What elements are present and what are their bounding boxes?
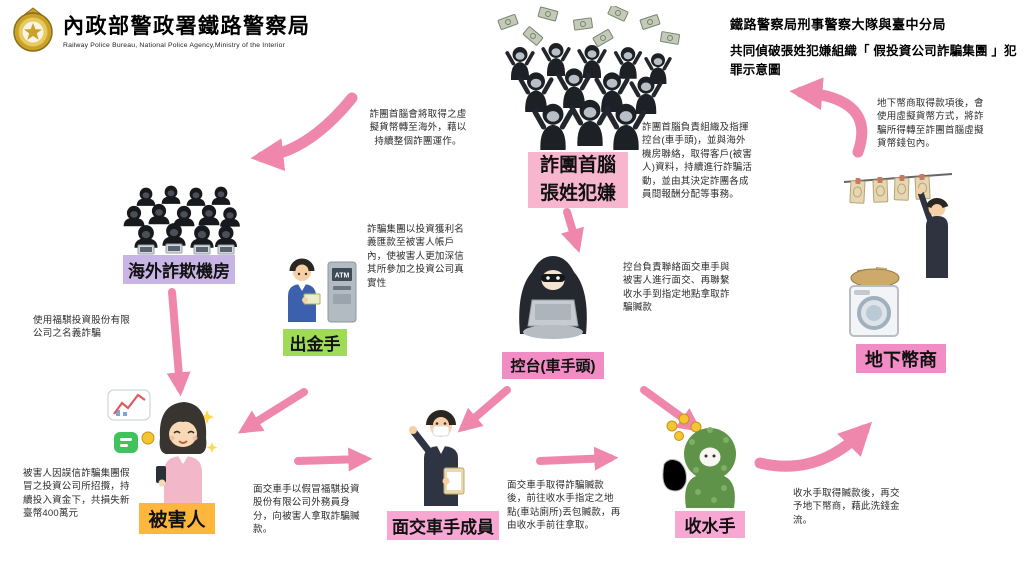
face-mask-icon	[432, 425, 450, 437]
document-folder-icon	[443, 467, 465, 495]
arrow-collector-to-dealer	[754, 421, 873, 472]
title-line-2: 共同偵破張姓犯嫌組織「 假投資公司詐騙集團 」犯罪示意圖	[730, 44, 1017, 77]
arrow-withdrawer-to-victim	[237, 388, 308, 434]
label-overseas-scam-room: 海外詐欺機房	[123, 255, 235, 284]
label-victim: 被害人	[139, 503, 215, 534]
coin-icon	[141, 431, 155, 445]
overseas-scam-room-illustration	[123, 185, 240, 255]
annotation-fake-company: 使用福騏投資股份有限公司之名義詐騙	[33, 315, 131, 340]
atm-label: ATM	[335, 273, 350, 280]
agency-name-zh: 內政部警政署鐵路警察局	[63, 14, 311, 38]
eye-mask-icon	[541, 274, 565, 282]
ring-leader-line2: 張姓犯嫌	[539, 183, 616, 204]
washing-machine-icon	[849, 285, 899, 337]
label-collector: 收水手	[675, 511, 745, 538]
annotation-boss-transfer: 詐團首腦會將取得之虛擬貨幣轉至海外，藉以持續整個詐團運作。	[369, 109, 467, 147]
chart-bubble-icon	[107, 389, 151, 421]
arrow-dealer-to-boss	[789, 77, 868, 158]
annotation-courier-role: 面交車手以假冒福騏投資股份有限公司外務員身分，向被害人拿取詐騙贓款。	[253, 484, 360, 536]
ring-leader-line1: 詐團首腦	[539, 155, 616, 177]
label-controller: 控台(車手頭)	[502, 352, 604, 379]
annotation-collector-role: 收水手取得贓款後，再交予地下幣商，藉此洗錢金流。	[793, 488, 900, 526]
withdrawer-person	[288, 258, 321, 322]
title-line-1: 鐵路警察局刑事警察大隊與臺中分局	[730, 17, 947, 32]
label-ring-leader: 詐團首腦 張姓犯嫌	[528, 152, 628, 208]
police-badge-icon	[13, 7, 53, 52]
victim-person	[156, 402, 207, 506]
sparkle-icon	[206, 442, 218, 453]
phone-icon	[156, 466, 166, 483]
arrow-boss-to-overseas	[250, 92, 358, 172]
flying-money-icons	[497, 6, 681, 48]
sparkle-icon	[200, 410, 214, 424]
annotation-boss-role: 詐團首腦負責組織及指揮控台(車手頭)，並與海外機房聯絡，取得客戶(被害人)資料，…	[642, 122, 753, 201]
annotation-deposit-trick: 詐騙集團以投資獲利名義匯款至被害人帳戶內，使被害人更加深信其所參加之投資公司真實…	[367, 224, 465, 289]
underground-dealer-illustration	[843, 173, 953, 337]
annotation-victim-loss: 被害人因誤信詐騙集團假冒之投資公司所招攬，持續投入資金下，共損失新臺幣400萬元	[23, 468, 130, 520]
courier-illustration	[409, 410, 465, 506]
annotation-handoff: 面交車手取得詐騙贓款後，前往收水手指定之地點(車站廁所)丟包贓款，再由收水手前往…	[507, 480, 621, 532]
dealer-person	[916, 187, 949, 278]
label-underground-dealer: 地下幣商	[856, 344, 946, 373]
gold-coins-icon	[666, 413, 702, 441]
agency-name-en: Railway Police Bureau, National Police A…	[63, 41, 286, 49]
annotation-controller-role: 控台負責聯絡面交車手與被害人進行面交、再聯繫收水手到指定地點拿取詐騙贓款	[623, 262, 730, 314]
annotation-dealer-role: 地下幣商取得款項後，會使用虛擬貨幣方式，將詐騙所得轉至詐團首腦虛擬貨幣錢包內。	[877, 98, 984, 150]
arrow-overseas-to-victim	[166, 288, 191, 397]
arrow-boss-to-controller	[560, 208, 584, 254]
label-courier: 面交車手成員	[387, 511, 499, 540]
diagram-title: 鐵路警察局刑事警察大隊與臺中分局 共同偵破張姓犯嫌組織「 假投資公司詐騙集團 」…	[730, 14, 1022, 78]
arrow-courier-to-collector	[536, 446, 619, 471]
victim-illustration	[107, 389, 218, 506]
atm-machine: ATM	[327, 261, 357, 323]
withdrawer-atm-illustration: ATM	[288, 258, 357, 323]
money-bag-icon	[662, 458, 687, 492]
collector-person	[684, 427, 736, 508]
agency-logo: 內政部警政署鐵路警察局 Railway Police Bureau, Natio…	[10, 6, 311, 52]
controller-hacker-illustration	[519, 256, 587, 339]
laptop-icon	[523, 299, 583, 339]
arrow-victim-to-courier	[294, 447, 373, 472]
collector-illustration	[662, 413, 736, 508]
chat-app-bubble-icon	[114, 432, 138, 453]
money-basket	[850, 266, 900, 288]
label-withdrawer: 出金手	[283, 329, 347, 356]
